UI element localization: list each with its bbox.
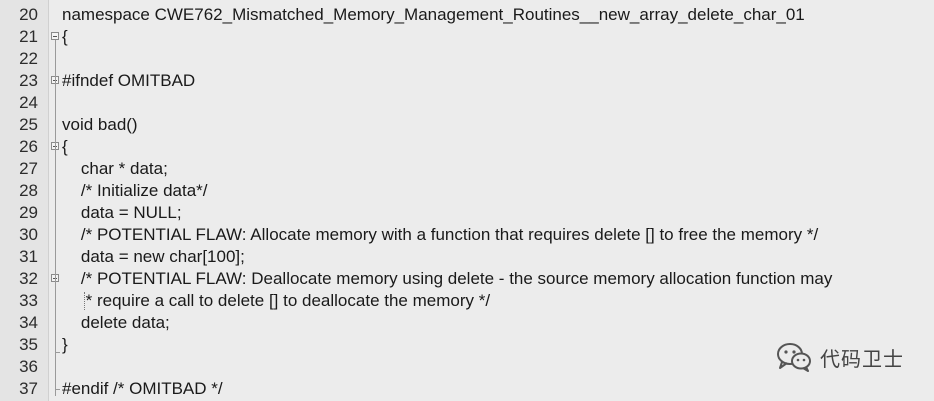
line-number: 20: [19, 5, 38, 24]
line-number: 29: [19, 203, 38, 222]
code-text[interactable]: char * data;: [62, 159, 168, 178]
comment-continuation-marker: [84, 292, 87, 310]
code-line[interactable]: 25 void bad(): [0, 114, 934, 136]
line-number: 32: [19, 269, 38, 288]
code-line[interactable]: 37 #endif /* OMITBAD */: [0, 378, 934, 400]
line-number: 37: [19, 379, 38, 398]
line-number: 23: [19, 71, 38, 90]
line-number: 27: [19, 159, 38, 178]
code-text[interactable]: /* Initialize data*/: [62, 181, 208, 200]
code-text[interactable]: data = NULL;: [62, 203, 182, 222]
code-line[interactable]: 27 char * data;: [0, 158, 934, 180]
code-line[interactable]: 29 data = NULL;: [0, 202, 934, 224]
code-text[interactable]: delete data;: [62, 313, 170, 332]
code-text[interactable]: #ifndef OMITBAD: [62, 71, 196, 90]
code-text[interactable]: #endif /* OMITBAD */: [62, 379, 223, 398]
fold-guide-line: [55, 40, 56, 396]
line-number: 28: [19, 181, 38, 200]
line-number: 30: [19, 225, 38, 244]
code-text[interactable]: void bad(): [62, 115, 138, 134]
code-line[interactable]: 33 * require a call to delete [] to deal…: [0, 290, 934, 312]
code-line[interactable]: 22: [0, 48, 934, 70]
code-line[interactable]: 24: [0, 92, 934, 114]
code-text[interactable]: {: [62, 137, 68, 156]
fold-collapse-icon[interactable]: [51, 32, 59, 40]
line-number: 35: [19, 335, 38, 354]
code-line[interactable]: 20 namespace CWE762_Mismatched_Memory_Ma…: [0, 4, 934, 26]
code-line[interactable]: 31 data = new char[100];: [0, 246, 934, 268]
watermark-text: 代码卫士: [820, 346, 904, 371]
code-text[interactable]: {: [62, 27, 68, 46]
code-line[interactable]: 23 #ifndef OMITBAD: [0, 70, 934, 92]
code-line[interactable]: 28 /* Initialize data*/: [0, 180, 934, 202]
code-text[interactable]: /* POTENTIAL FLAW: Deallocate memory usi…: [62, 269, 833, 288]
line-number: 25: [19, 115, 38, 134]
code-line[interactable]: 34 delete data;: [0, 312, 934, 334]
code-line[interactable]: 26 {: [0, 136, 934, 158]
line-number-gutter: [0, 0, 49, 401]
line-number: 26: [19, 137, 38, 156]
code-text[interactable]: * require a call to delete [] to dealloc…: [62, 291, 491, 310]
watermark: 代码卫士: [776, 342, 904, 372]
line-number: 36: [19, 357, 38, 376]
wechat-icon: [777, 343, 811, 372]
line-number: 33: [19, 291, 38, 310]
line-number: 22: [19, 49, 38, 68]
code-line[interactable]: 32 /* POTENTIAL FLAW: Deallocate memory …: [0, 268, 934, 290]
line-number: 31: [19, 247, 38, 266]
code-line[interactable]: 36: [0, 356, 934, 378]
code-text[interactable]: /* POTENTIAL FLAW: Allocate memory with …: [62, 225, 819, 244]
code-line[interactable]: 21 {: [0, 26, 934, 48]
fold-guide-end: [55, 352, 60, 353]
code-text[interactable]: namespace CWE762_Mismatched_Memory_Manag…: [62, 5, 805, 24]
code-text[interactable]: data = new char[100];: [62, 247, 245, 266]
code-text[interactable]: }: [62, 335, 68, 354]
code-line[interactable]: 35 }: [0, 334, 934, 356]
code-line[interactable]: 30 /* POTENTIAL FLAW: Allocate memory wi…: [0, 224, 934, 246]
line-number: 24: [19, 93, 38, 112]
fold-guide-end: [55, 389, 60, 390]
line-number: 21: [19, 27, 38, 46]
line-number: 34: [19, 313, 38, 332]
